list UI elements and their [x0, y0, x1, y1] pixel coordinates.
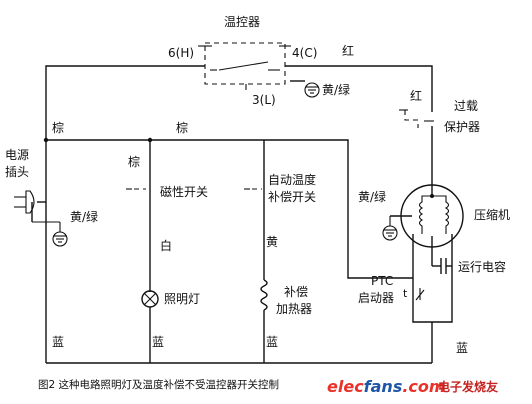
lamp-branch: 棕 磁性开关 白 照明灯 蓝 [126, 140, 208, 363]
elecfans-logo: elecfans.com 电子发烧友 [327, 377, 498, 396]
compressor-label: 压缩机 [474, 207, 510, 222]
ptc-starter: PTC 启动器 t 蓝 [358, 266, 468, 363]
overload-label-1: 过载 [454, 99, 478, 113]
auto-comp-label-1: 自动温度 [268, 172, 316, 187]
overload-label-2: 保护器 [444, 120, 480, 134]
figure-caption: 图2 这种电路照明灯及温度补偿不受温控器开关控制 [38, 378, 279, 391]
lamp-label: 照明灯 [164, 292, 200, 306]
power-plug: 电源 插头 黄/绿 [5, 148, 98, 247]
terminal-6h-label: 6(H) [168, 46, 194, 60]
logo-text-elec: elec [327, 377, 364, 396]
compensation-branch: 自动温度 补偿开关 黄 补偿 加热器 蓝 [244, 140, 316, 363]
blue-wire-label-right: 蓝 [456, 341, 468, 355]
white-wire-label: 白 [160, 238, 172, 253]
heater-label-1: 补偿 [284, 284, 308, 299]
brown-wire-label-mid: 棕 [176, 120, 188, 135]
overload-protector: 红 过载 保护器 [399, 88, 480, 134]
power-plug-label-1: 电源 [5, 148, 29, 162]
red-wire-label-right: 红 [410, 88, 422, 103]
terminal-4c-label: 4(C) [292, 46, 317, 60]
thermostat-box [204, 42, 286, 85]
magnetic-switch-label: 磁性开关 [160, 184, 208, 199]
thermostat-label: 温控器 [224, 15, 260, 29]
logo-tag: 电子发烧友 [438, 379, 498, 394]
top-red-wire [285, 65, 433, 112]
compressor-ground-label: 黄/绿 [358, 189, 386, 204]
brown-bus-to-compressor [264, 139, 413, 279]
thermostat-contact [218, 61, 269, 71]
logo-text-com: .com [402, 377, 445, 396]
logo-text-fans: fans [364, 377, 403, 396]
red-wire-label-top: 红 [342, 43, 354, 58]
ptc-label-2: 启动器 [358, 291, 394, 305]
yellow-wire-label: 黄 [266, 235, 278, 249]
terminal-3l-label: 3(L) [252, 93, 276, 107]
blue-wire-label-mid: 蓝 [152, 335, 164, 349]
ptc-label-1: PTC [371, 274, 393, 288]
thermostat-ground-label: 黄/绿 [322, 82, 350, 97]
heater-label-2: 加热器 [276, 302, 312, 316]
blue-wire-label-heater: 蓝 [266, 335, 278, 349]
plug-ground-label: 黄/绿 [70, 209, 98, 224]
overload-dashed-link [404, 110, 419, 128]
run-capacitor-label: 运行电容 [458, 259, 506, 274]
auto-comp-label-2: 补偿开关 [268, 189, 316, 204]
blue-wire-label-left: 蓝 [52, 335, 64, 349]
ptc-t-label: t [403, 287, 408, 300]
thermostat: 温控器 6(H) 4(C) 3(L) [168, 15, 317, 107]
thermostat-ground-symbol: 黄/绿 [290, 80, 350, 98]
run-capacitor: 运行电容 [432, 258, 506, 274]
compressor: 压缩机 黄/绿 [358, 180, 510, 278]
power-plug-label-2: 插头 [5, 165, 29, 179]
junction-dot-left [43, 137, 49, 143]
heater-symbol [260, 279, 268, 311]
brown-branch-label: 棕 [128, 154, 140, 169]
left-main-wire [45, 65, 205, 363]
svg-text:elecfans.com: elecfans.com [327, 377, 446, 396]
brown-wire-label-left: 棕 [52, 120, 64, 135]
